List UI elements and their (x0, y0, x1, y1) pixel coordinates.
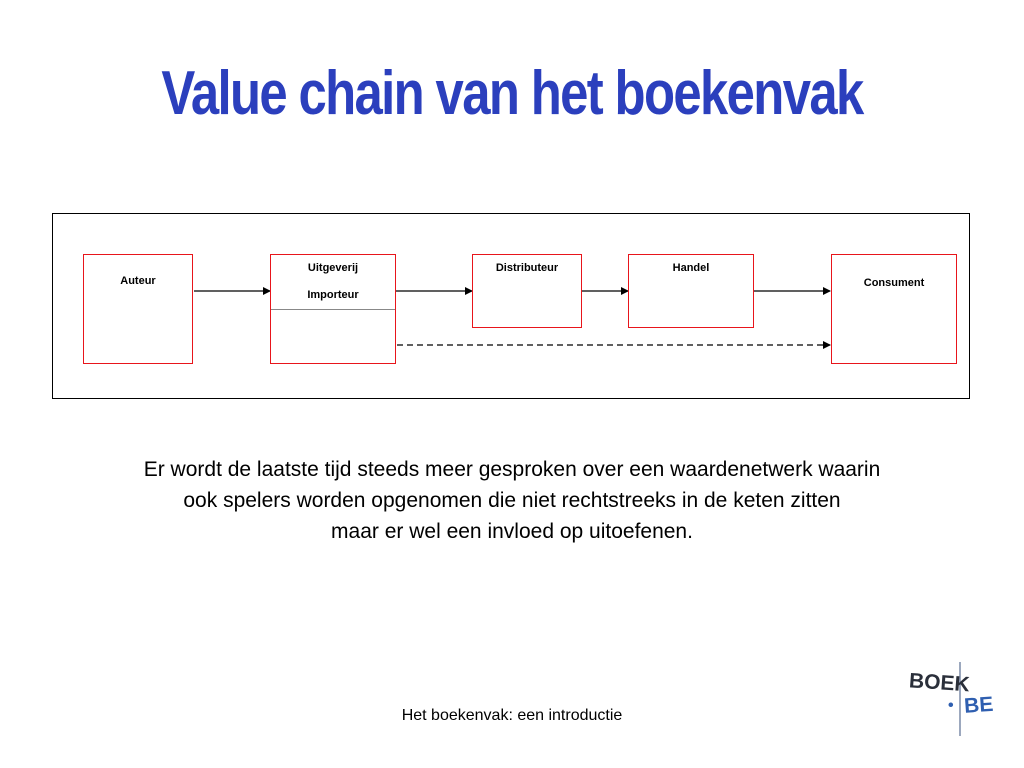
slide-title: Value chain van het boekenvak (161, 59, 864, 128)
node-handel: Handel (628, 254, 754, 328)
body-line-3: maar er wel een invloed op uitoefenen. (331, 520, 693, 543)
diagram-connectors (194, 287, 831, 349)
node-consument-label: Consument (863, 277, 925, 289)
node-uitgeverij-label: Uitgeverij (307, 262, 359, 274)
node-consument: Consument (831, 254, 957, 364)
node-handel-label: Handel (672, 262, 710, 274)
boek-be-logo: BOEK • BE (908, 662, 994, 736)
logo-word-boek: BOEK (908, 669, 970, 696)
body-line-1: Er wordt de laatste tijd steeds meer ges… (143, 458, 881, 481)
body-line-2: ook spelers worden opgenomen die niet re… (183, 489, 841, 512)
footer-text: Het boekenvak: een introductie (401, 707, 623, 724)
node-importeur-label: Importeur (307, 289, 359, 301)
value-chain-diagram: Auteur Uitgeverij Importeur Distributeur… (52, 213, 970, 399)
node-auteur-label: Auteur (120, 275, 156, 287)
body-paragraph: Er wordt de laatste tijd steeds meer ges… (40, 454, 984, 547)
node-distributeur: Distributeur (472, 254, 582, 328)
node-auteur: Auteur (83, 254, 193, 364)
node-uitgeverij-divider (271, 309, 395, 310)
logo-dot: • (948, 697, 954, 714)
node-distributeur-label: Distributeur (495, 262, 559, 274)
logo-word-be: BE (963, 693, 994, 718)
node-uitgeverij-importeur: Uitgeverij Importeur (270, 254, 396, 364)
